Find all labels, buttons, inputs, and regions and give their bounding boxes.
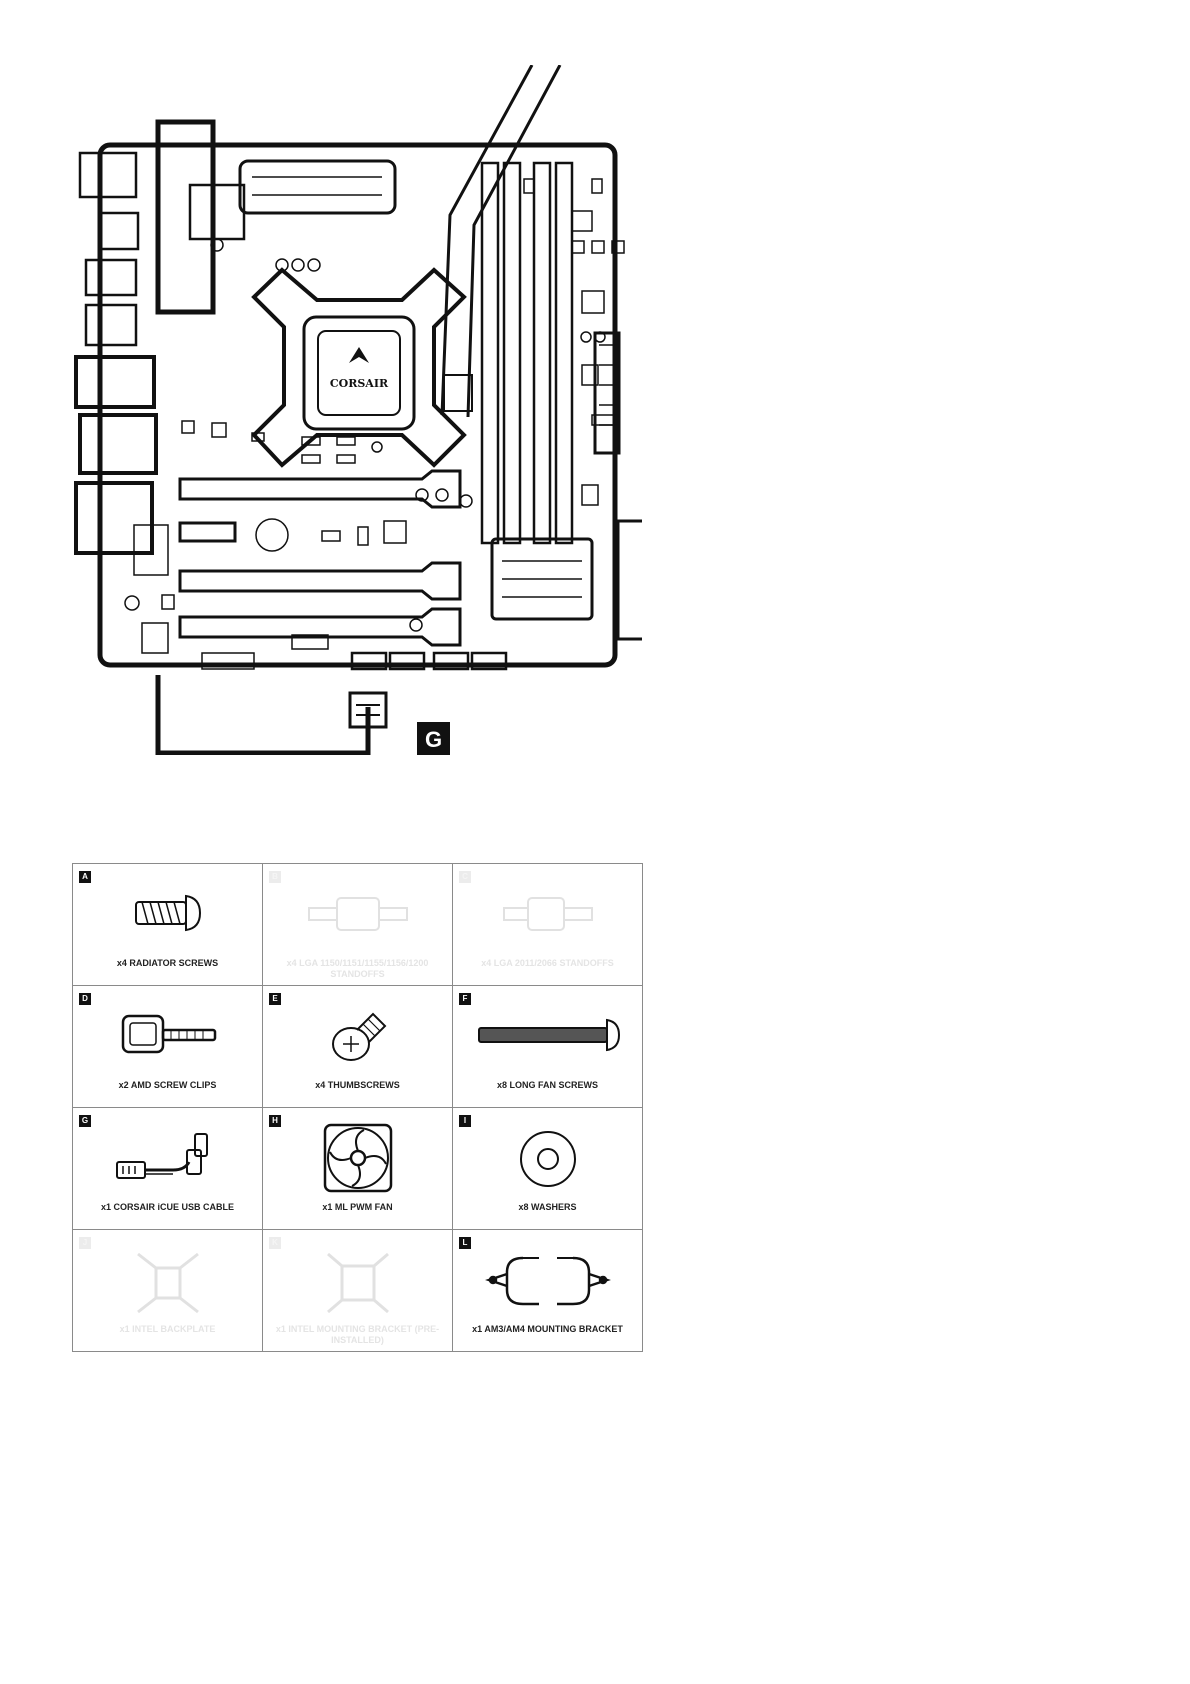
part-cell-l: L x1 AM3/AM4 MOUNTING BRACKET: [452, 1229, 643, 1352]
fan-icon: [323, 1123, 392, 1193]
intel-bracket-icon: [326, 1252, 389, 1314]
corsair-logo-text: CORSAIR: [330, 377, 389, 390]
part-cell-k: K x1 INTEL MOUNTING BRACKET (PRE-INSTALL…: [262, 1229, 453, 1352]
ram-slots: [480, 161, 574, 545]
part-cell-g: G x1 CORSAIR iCUE USB CABLE: [72, 1107, 263, 1230]
amd-bracket-icon: [484, 1256, 611, 1306]
part-letter: C: [459, 871, 471, 883]
part-letter: K: [269, 1237, 281, 1249]
part-cell-j: J x1 INTEL BACKPLATE: [72, 1229, 263, 1352]
part-caption: x8 LONG FAN SCREWS: [496, 1080, 598, 1090]
part-caption: x1 INTEL BACKPLATE: [119, 1324, 216, 1334]
part-letter: G: [79, 1115, 91, 1127]
part-caption: x2 AMD SCREW CLIPS: [118, 1080, 217, 1090]
part-caption: x4 THUMBSCREWS: [315, 1080, 400, 1090]
fan-headers: [350, 651, 508, 671]
part-caption: x4 RADIATOR SCREWS: [116, 958, 219, 968]
thumbscrew-icon: [331, 1012, 386, 1061]
screw-clip-icon: [121, 1014, 216, 1054]
part-cell-f: F x8 LONG FAN SCREWS: [452, 985, 643, 1108]
atx-power-connector: [593, 331, 621, 455]
parts-list-table: A x4 RADIATOR SCREWS B x4 LGA 1150/1151/…: [72, 863, 643, 1352]
callout-letter: G: [425, 727, 442, 752]
part-cell-i: I x8 WASHERS: [452, 1107, 643, 1230]
long-screw-icon: [477, 1018, 620, 1052]
part-letter: F: [459, 993, 471, 1005]
part-caption: x4 LGA 1150/1151/1155/1156/1200 STANDOFF…: [286, 958, 429, 979]
motherboard-outline: [97, 142, 618, 668]
usb-cable-route: [155, 119, 388, 755]
standoff-icon: [502, 897, 593, 931]
vrm-heatsink: [238, 159, 397, 215]
radiator-screw-icon: [134, 894, 201, 932]
part-cell-h: H x1 ML PWM FAN: [262, 1107, 453, 1230]
cpu-pump-block: CORSAIR: [251, 267, 467, 468]
part-cell-b: B x4 LGA 1150/1151/1155/1156/1200 STANDO…: [262, 863, 453, 986]
part-letter: D: [79, 993, 91, 1005]
part-caption: x8 WASHERS: [518, 1202, 577, 1212]
part-caption: x4 LGA 2011/2066 STANDOFFS: [481, 958, 614, 968]
part-caption: x1 CORSAIR iCUE USB CABLE: [100, 1202, 235, 1212]
part-letter: H: [269, 1115, 281, 1127]
motherboard-diagram: CORSAIR: [72, 65, 642, 755]
usb-cable-icon: [115, 1133, 208, 1179]
rear-io-panel: [74, 151, 158, 555]
washer-icon: [519, 1131, 576, 1187]
part-cell-c: C x4 LGA 2011/2066 STANDOFFS: [452, 863, 643, 986]
callout-box: [417, 722, 450, 755]
radiator-tubes: [440, 65, 562, 418]
part-letter: I: [459, 1115, 471, 1127]
part-cell-d: D x2 AMD SCREW CLIPS: [72, 985, 263, 1108]
standoff-icon: [307, 897, 408, 931]
chipset-heatsink: [490, 537, 594, 621]
part-caption: x1 INTEL MOUNTING BRACKET (PRE-INSTALLED…: [275, 1324, 440, 1345]
part-cell-e: E x4 THUMBSCREWS: [262, 985, 453, 1108]
part-caption: x1 ML PWM FAN: [322, 1202, 393, 1212]
part-letter: B: [269, 871, 281, 883]
part-letter: L: [459, 1237, 471, 1249]
pcie-slots: [178, 469, 462, 647]
part-caption: x1 AM3/AM4 MOUNTING BRACKET: [472, 1324, 623, 1334]
part-letter: E: [269, 993, 281, 1005]
part-letter: J: [79, 1237, 91, 1249]
backplate-icon: [136, 1252, 199, 1314]
part-cell-a: A x4 RADIATOR SCREWS: [72, 863, 263, 986]
part-letter: A: [79, 871, 91, 883]
